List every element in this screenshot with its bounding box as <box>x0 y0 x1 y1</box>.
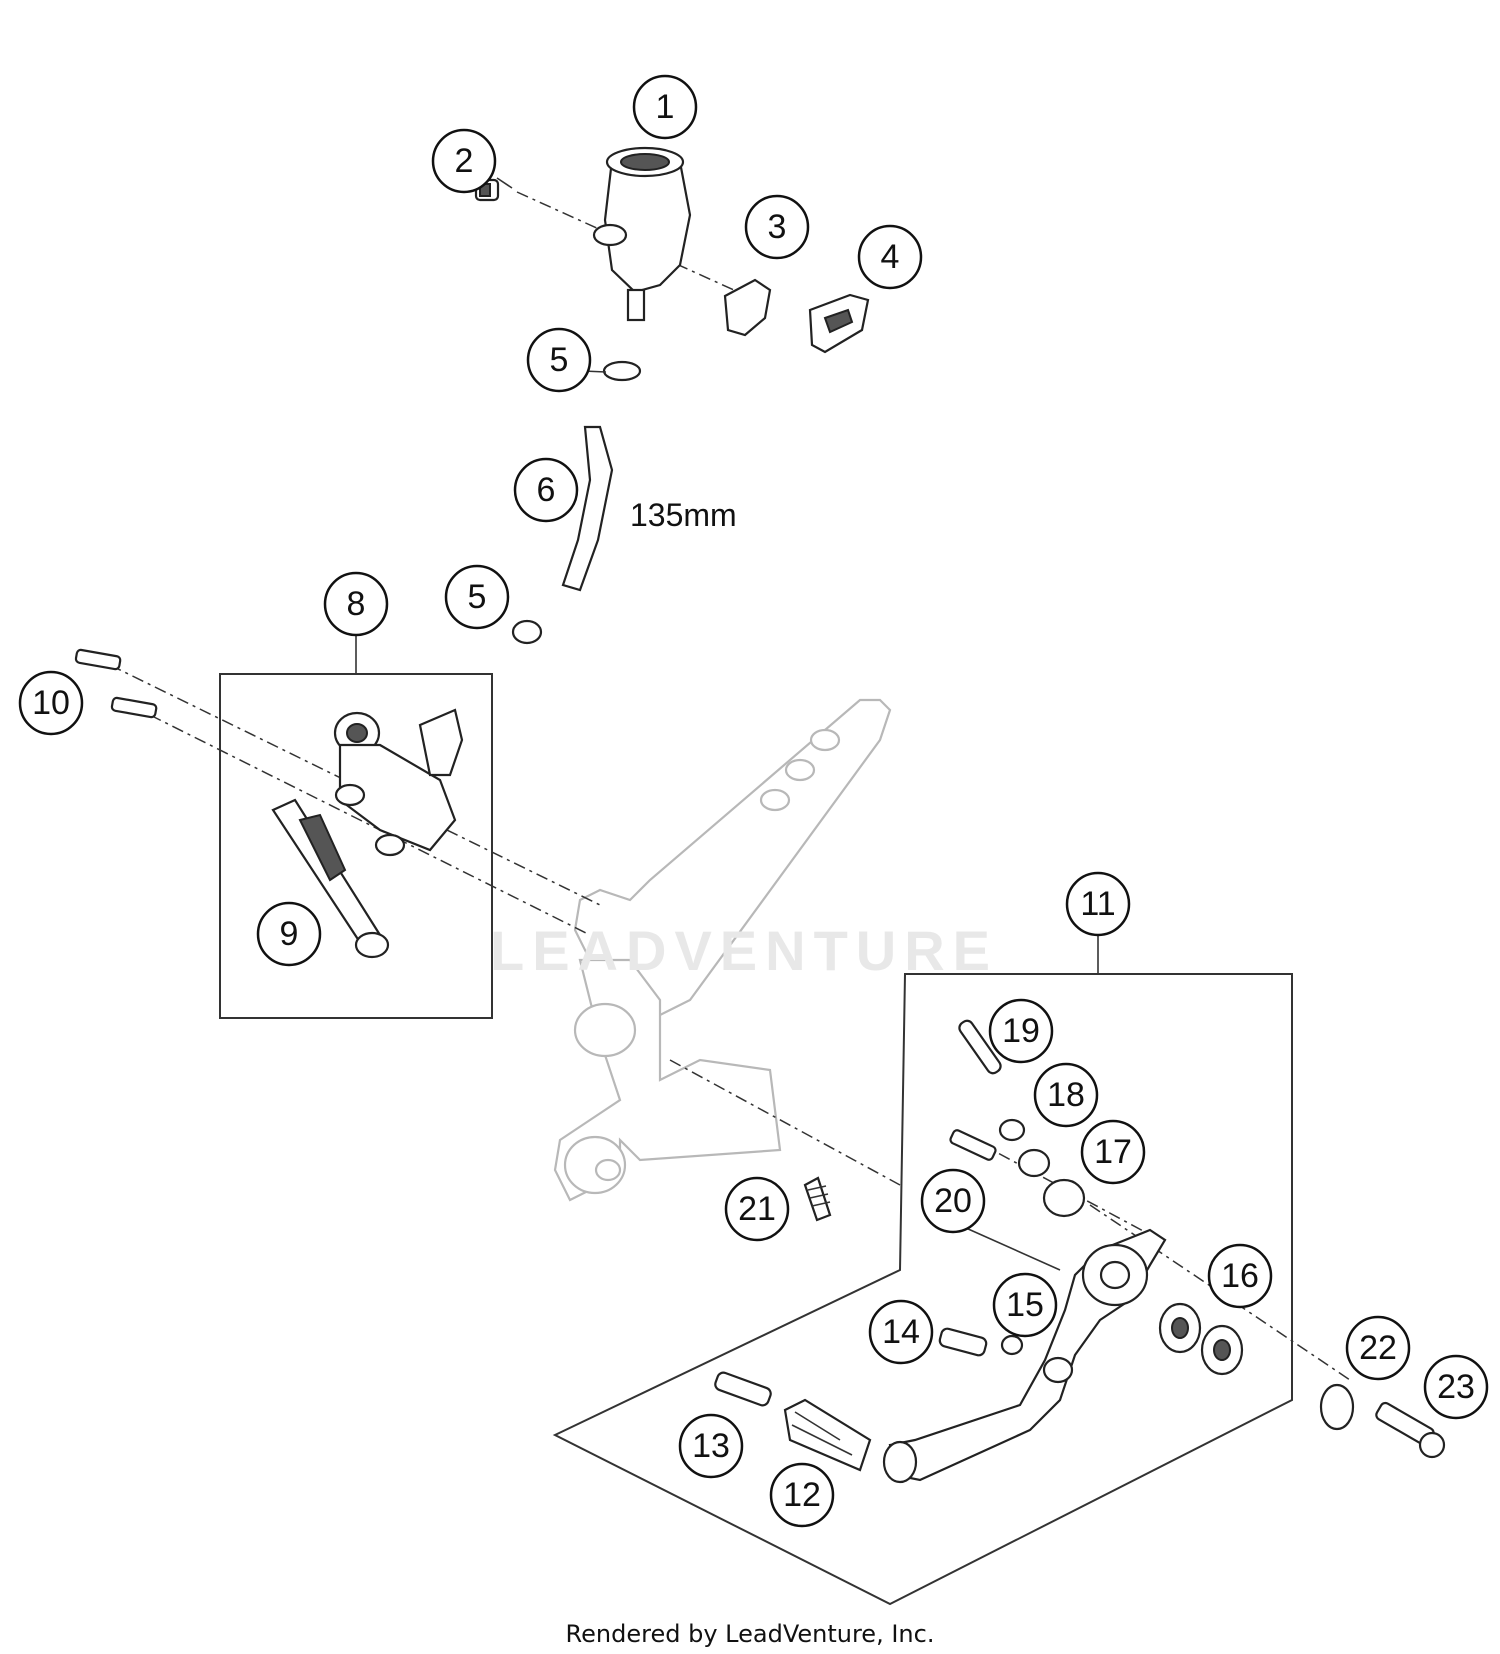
svg-text:1: 1 <box>656 88 675 126</box>
reservoir-bracket <box>723 278 772 337</box>
hose-length-label: 135mm <box>630 497 737 533</box>
hose-clamp-lower <box>511 619 543 645</box>
callout-16: 16 <box>1207 1243 1273 1309</box>
foot-pad <box>783 1398 872 1472</box>
nut <box>998 1118 1026 1142</box>
svg-text:23: 23 <box>1437 1368 1475 1406</box>
pedal-pin <box>714 1371 772 1407</box>
callout-10: 10 <box>18 670 84 736</box>
svg-text:5: 5 <box>550 341 569 379</box>
master-cylinder <box>333 708 464 857</box>
pushrod-spring <box>271 798 390 959</box>
svg-text:13: 13 <box>692 1427 730 1465</box>
callout-11: 11 <box>1065 871 1131 937</box>
callout-15: 15 <box>992 1272 1058 1338</box>
svg-text:6: 6 <box>537 471 556 509</box>
washer <box>1017 1148 1051 1178</box>
svg-text:3: 3 <box>768 208 787 246</box>
callout-18: 18 <box>1033 1062 1099 1128</box>
bearings <box>1158 1302 1244 1376</box>
footrest-bracket-ghost <box>553 698 892 1202</box>
adjuster-screw <box>938 1327 988 1357</box>
callout-22: 22 <box>1345 1315 1411 1381</box>
svg-text:11: 11 <box>1080 885 1115 923</box>
callout-20: 20 <box>920 1168 986 1234</box>
pedal-bolt <box>1375 1401 1446 1459</box>
hose-clamp-upper <box>602 360 642 382</box>
svg-text:10: 10 <box>32 684 70 722</box>
brake-fluid-reservoir <box>592 146 692 322</box>
callout-8: 8 <box>323 571 389 637</box>
callout-9: 9 <box>256 901 322 967</box>
svg-text:21: 21 <box>738 1190 776 1228</box>
return-spring <box>803 1176 832 1222</box>
callout-6: 6 <box>513 457 579 523</box>
clevis-pin <box>958 1019 1002 1075</box>
svg-text:2: 2 <box>455 142 474 180</box>
callout-5b: 5 <box>444 564 510 630</box>
callout-4: 4 <box>857 224 923 290</box>
svg-text:19: 19 <box>1002 1012 1040 1050</box>
callout-2: 2 <box>431 128 497 194</box>
callout-12: 12 <box>769 1462 835 1528</box>
svg-text:5: 5 <box>468 578 487 616</box>
small-nut <box>1000 1334 1024 1356</box>
spacer <box>1042 1178 1086 1218</box>
svg-text:15: 15 <box>1006 1286 1044 1324</box>
svg-text:20: 20 <box>934 1182 972 1220</box>
brake-fluid-hose <box>561 425 614 592</box>
clamp-clip <box>808 293 870 354</box>
callout-1: 1 <box>632 74 698 140</box>
svg-text:8: 8 <box>347 585 366 623</box>
callout-3: 3 <box>744 194 810 260</box>
footer-credit: Rendered by LeadVenture, Inc. <box>565 1620 935 1648</box>
mounting-bolts <box>74 648 158 719</box>
callout-14: 14 <box>868 1299 934 1365</box>
svg-text:18: 18 <box>1047 1076 1085 1114</box>
svg-text:14: 14 <box>882 1313 920 1351</box>
svg-text:9: 9 <box>280 915 299 953</box>
svg-text:22: 22 <box>1359 1329 1397 1367</box>
svg-text:17: 17 <box>1094 1133 1132 1171</box>
callout-21: 21 <box>724 1176 790 1242</box>
svg-text:16: 16 <box>1221 1257 1259 1295</box>
pivot-bolt <box>949 1129 997 1161</box>
svg-text:12: 12 <box>783 1476 821 1514</box>
svg-text:4: 4 <box>881 238 900 276</box>
pedal-washer <box>1319 1383 1355 1431</box>
callout-13: 13 <box>678 1413 744 1479</box>
brake-pedal <box>882 1228 1167 1484</box>
callout-19: 19 <box>988 998 1054 1064</box>
callout-23: 23 <box>1423 1354 1489 1420</box>
watermark: LEADVENTURE <box>490 919 999 982</box>
callout-5a: 5 <box>526 327 592 393</box>
group-11-box <box>552 973 1293 1606</box>
callout-17: 17 <box>1080 1119 1146 1185</box>
